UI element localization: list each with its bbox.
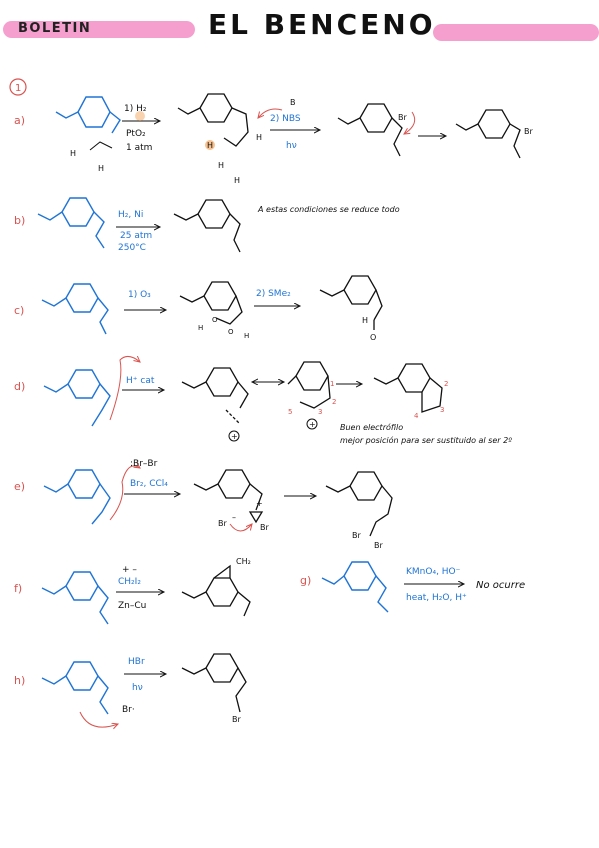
- row-f-condition-bottom: Zn–Cu: [118, 601, 146, 611]
- header-highlight-left: [3, 21, 195, 38]
- row-h-condition-bottom: hν: [132, 683, 143, 693]
- row-e-condition-top: :Br–Br: [130, 459, 158, 469]
- row-h-radical: Br·: [122, 705, 135, 715]
- row-d-label: d): [14, 380, 25, 393]
- svg-text:B: B: [290, 98, 296, 107]
- row-g-result: No ocurre: [476, 580, 525, 591]
- row-b-label: b): [14, 214, 25, 227]
- row-f-condition: CH₂I₂: [118, 577, 141, 587]
- row-d-cation-1: [181, 367, 249, 425]
- row-c-product: [319, 275, 383, 330]
- row-g-condition-bottom: heat, H₂O, H⁺: [406, 593, 467, 603]
- svg-text:1: 1: [330, 380, 334, 388]
- svg-text:3: 3: [318, 408, 322, 416]
- row-a-product-2: [455, 109, 521, 159]
- svg-text:2) NBS: 2) NBS: [270, 114, 301, 124]
- svg-text:–: –: [232, 513, 236, 522]
- svg-text:Br: Br: [218, 519, 227, 528]
- row-c-condition-2: 2) SMe₂: [256, 289, 291, 299]
- row-d-condition: H⁺ cat: [126, 376, 155, 386]
- row-c-reactant: [41, 283, 109, 335]
- svg-text:Br: Br: [232, 715, 241, 724]
- header-label: BOLETIN: [18, 21, 92, 36]
- row-e-reactant: [43, 469, 111, 525]
- svg-text:H: H: [234, 176, 240, 185]
- row-d-reactant: [43, 369, 111, 427]
- svg-text:PtO₂: PtO₂: [126, 129, 146, 139]
- svg-text:1: 1: [15, 83, 21, 94]
- row-b-conditions: H₂, Ni 25 atm 250°C: [118, 210, 152, 253]
- row-c-condition-1: 1) O₃: [128, 290, 151, 300]
- svg-text:1 atm: 1 atm: [126, 143, 152, 153]
- highlight-dot: [205, 140, 215, 150]
- row-g-reactant: [321, 561, 389, 613]
- row-f-reactant: [41, 571, 109, 625]
- row-a-reactant: [55, 96, 121, 134]
- svg-text:H: H: [98, 164, 104, 173]
- row-e-bromonium: [193, 469, 264, 524]
- svg-text:O: O: [370, 333, 376, 342]
- svg-text:H₂, Ni: H₂, Ni: [118, 210, 143, 220]
- row-a-atoms: H H: [70, 149, 104, 173]
- row-b-product: [173, 199, 241, 253]
- svg-text:5: 5: [288, 408, 292, 416]
- row-e-label: e): [14, 480, 25, 493]
- row-c-ozonide: [179, 281, 243, 325]
- svg-text:H: H: [70, 149, 76, 158]
- svg-text:Br: Br: [398, 113, 407, 122]
- row-h-condition: HBr: [128, 657, 145, 667]
- svg-text:H: H: [198, 324, 203, 332]
- row-d-note-2: mejor posición para ser sustituido al se…: [340, 435, 512, 445]
- row-a-conditions-1: 1) H₂ PtO₂ 1 atm: [124, 104, 152, 153]
- svg-text:25 atm: 25 atm: [120, 231, 152, 241]
- svg-text:4: 4: [414, 412, 419, 420]
- svg-text:+: +: [231, 432, 238, 441]
- section-number: 1: [9, 78, 27, 96]
- svg-text:H: H: [362, 316, 368, 325]
- row-f-charges: + –: [122, 565, 137, 575]
- row-d-cation-2: [287, 361, 331, 409]
- row-d-product: [373, 363, 443, 413]
- svg-text:2: 2: [444, 380, 448, 388]
- svg-text:H: H: [244, 332, 249, 340]
- row-g-label: g): [300, 574, 311, 587]
- svg-text:Br: Br: [260, 523, 269, 532]
- row-g-condition: KMnO₄, HO⁻: [406, 567, 461, 577]
- row-a-label: a): [14, 114, 25, 127]
- page-title: EL BENCENO: [208, 8, 436, 41]
- svg-text:Br: Br: [524, 127, 533, 136]
- row-b-note: A estas condiciones se reduce todo: [257, 205, 400, 214]
- row-a-product-1: [337, 103, 403, 157]
- svg-text:O: O: [228, 328, 234, 336]
- svg-text:O: O: [212, 316, 218, 324]
- row-h-product: [181, 653, 247, 713]
- row-e-condition: Br₂, CCl₄: [130, 479, 168, 489]
- row-a-conditions-2: 2) NBS hν: [270, 114, 301, 151]
- svg-text:2: 2: [332, 398, 336, 406]
- svg-text:H: H: [218, 161, 224, 170]
- row-f-product: [181, 564, 251, 617]
- row-a-intermediate: [177, 93, 249, 147]
- header-highlight-right: [433, 24, 599, 41]
- row-e-product: [325, 471, 393, 537]
- row-c-label: c): [14, 304, 24, 317]
- svg-text:hν: hν: [286, 141, 297, 151]
- row-f-product-label: CH₂: [236, 557, 251, 566]
- row-f-label: f): [14, 582, 22, 595]
- row-d-note-1: Buen electrófilo: [340, 422, 403, 432]
- svg-text:H: H: [207, 141, 213, 150]
- row-h-reactant: [41, 661, 109, 715]
- svg-text:3: 3: [440, 406, 444, 414]
- svg-text:+: +: [256, 499, 263, 508]
- row-h-label: h): [14, 674, 25, 687]
- svg-text:Br: Br: [352, 531, 361, 540]
- svg-text:250°C: 250°C: [118, 243, 146, 253]
- svg-text:1) H₂: 1) H₂: [124, 104, 147, 114]
- row-b-reactant: [37, 197, 105, 249]
- svg-text:Br: Br: [374, 541, 383, 550]
- svg-text:H: H: [256, 133, 262, 142]
- svg-text:+: +: [309, 420, 316, 429]
